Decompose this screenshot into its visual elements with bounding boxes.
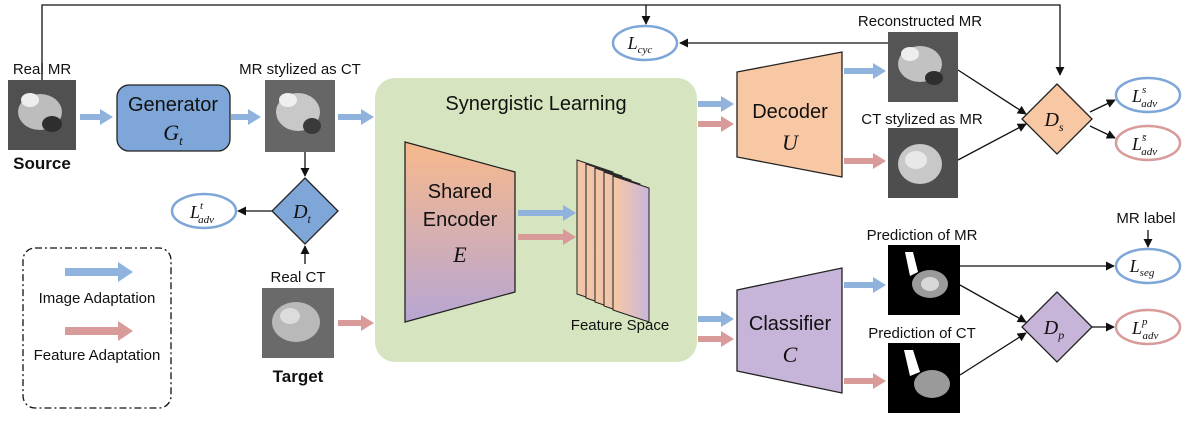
blue-arrow-cls-to-predmr: [844, 277, 886, 293]
legend-feature-adaptation: Feature Adaptation: [34, 347, 161, 364]
blue-arrow-enc-to-feat: [518, 205, 576, 221]
generator-block: [116, 84, 231, 152]
legend-red-arrow: [65, 321, 133, 341]
predct-to-dp: [959, 332, 1027, 376]
mr-label-text: MR label: [1116, 210, 1175, 227]
red-arrow-enc-to-feat: [518, 229, 576, 245]
prediction-mr-image: [888, 245, 960, 315]
blue-arrow-mr-to-gen: [80, 109, 113, 125]
ct-stylized-mr-label: CT stylized as MR: [861, 111, 983, 128]
loss-adv-sbar-text: Ls̄adv: [1131, 132, 1157, 158]
encoder-line1: Shared: [428, 181, 493, 203]
ds-to-lossadv-s: [1089, 99, 1116, 113]
shared-encoder-block: [404, 141, 516, 323]
mr-stylized-ct-image: [265, 80, 335, 152]
blue-arrow-dec-to-recon: [844, 63, 886, 79]
classifier-block: [736, 267, 843, 394]
feature-space-label: Feature Space: [571, 317, 669, 334]
reconstructed-mr-image: [888, 32, 958, 102]
recon-to-ds: [957, 69, 1027, 115]
loss-seg: [1114, 247, 1182, 285]
loss-cyc-text: Lcyc: [627, 33, 653, 56]
legend-blue-arrow: [65, 262, 133, 282]
ctmr-to-ds: [957, 123, 1027, 161]
decoder-name: Decoder: [752, 101, 828, 123]
synergistic-learning-title: Synergistic Learning: [445, 93, 626, 115]
ds-to-lossadv-sbar: [1089, 125, 1116, 139]
discriminator-ds: [1021, 83, 1093, 155]
top-cycle-line: [41, 4, 1065, 80]
loss-adv-sbar: [1114, 124, 1182, 162]
source-label: Source: [13, 154, 71, 173]
real-mr-label: Real MR: [13, 61, 72, 78]
generator-symbol: Gt: [163, 120, 183, 148]
loss-cyc: [611, 24, 679, 62]
decoder-symbol: U: [782, 130, 800, 155]
encoder-symbol: E: [452, 242, 467, 267]
real-mr-image: [8, 80, 76, 150]
red-arrow-cls-to-predct: [844, 373, 886, 389]
loss-adv-s: [1114, 76, 1182, 114]
prediction-ct-image: [888, 343, 960, 413]
prediction-ct-label: Prediction of CT: [868, 325, 976, 342]
red-arrow-ct-to-synergy: [338, 315, 374, 331]
encoder-line2: Encoder: [423, 209, 498, 231]
feature-space-stack: [576, 159, 650, 323]
blue-arrow-gen-to-img: [231, 109, 261, 125]
target-label: Target: [273, 367, 324, 386]
legend-image-adaptation: Image Adaptation: [39, 290, 156, 307]
blue-arrow-synergy-to-dec: [698, 96, 734, 112]
ct-stylized-mr-image: [888, 128, 958, 198]
loss-adv-p: [1114, 308, 1182, 346]
dp-symbol: Dp: [1043, 317, 1064, 342]
red-arrow-synergy-to-cls: [698, 331, 734, 347]
loss-adv-t: [170, 192, 238, 230]
ds-symbol: Ds: [1043, 109, 1063, 134]
real-ct-image: [262, 288, 334, 358]
mr-stylized-ct-label: MR stylized as CT: [239, 61, 361, 78]
loss-seg-text: Lseg: [1129, 256, 1155, 279]
prediction-mr-label: Prediction of MR: [867, 227, 978, 244]
dt-symbol: Dt: [292, 201, 311, 226]
red-arrow-dec-to-ctmr: [844, 153, 886, 169]
decoder-block: [736, 51, 843, 178]
real-ct-label: Real CT: [270, 269, 325, 286]
reconstructed-mr-label: Reconstructed MR: [858, 13, 982, 30]
generator-name: Generator: [128, 94, 218, 116]
discriminator-dp: [1021, 291, 1093, 363]
discriminator-dt: [271, 177, 339, 245]
blue-arrow-synergy-to-cls: [698, 311, 734, 327]
classifier-name: Classifier: [749, 313, 832, 335]
classifier-symbol: C: [783, 342, 798, 367]
blue-arrow-img-to-synergy: [338, 109, 374, 125]
predmr-to-dp: [959, 284, 1027, 323]
red-arrow-synergy-to-dec: [698, 116, 734, 132]
